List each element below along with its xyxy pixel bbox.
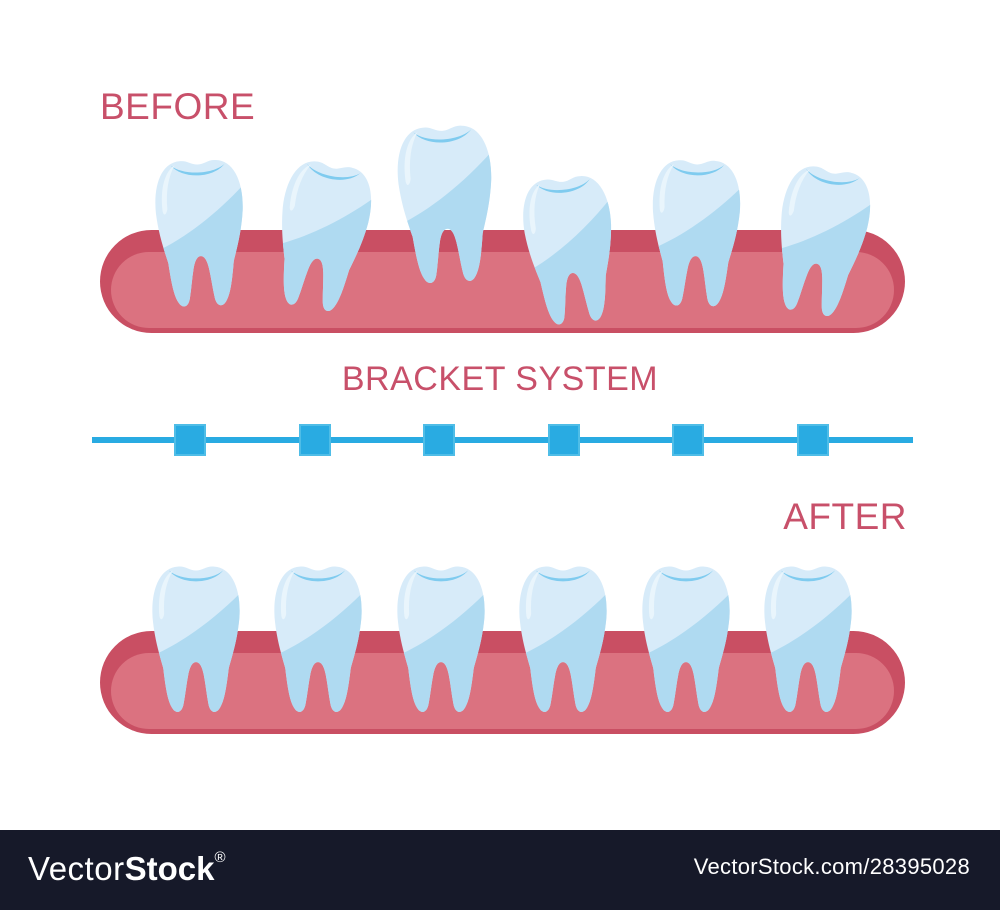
gum-after-front	[111, 653, 894, 729]
tooth-before-5	[637, 149, 756, 315]
tooth-after-2	[260, 556, 376, 720]
registered-mark: ®	[214, 848, 226, 866]
bracket-2	[299, 424, 331, 456]
tooth-after-6	[750, 556, 866, 720]
tooth-after-3	[383, 556, 499, 720]
logo-text-bold: Stock	[124, 849, 215, 887]
bracket-system-label: BRACKET SYSTEM	[341, 360, 659, 398]
bracket-4	[548, 424, 580, 456]
tooth-after-5	[628, 556, 744, 720]
after-label: AFTER	[783, 496, 907, 537]
bracket-1	[174, 424, 206, 456]
bracket-5	[672, 424, 704, 456]
gum-before-front	[111, 252, 894, 328]
tooth-before-1	[139, 148, 261, 316]
watermark-bar: VectorStock® VectorStock.com/28395028	[0, 830, 1000, 910]
tooth-before-4	[504, 161, 637, 336]
archwire	[92, 437, 913, 443]
bracket-6	[797, 424, 829, 456]
vectorstock-logo: VectorStock®	[28, 850, 226, 885]
bracket-3	[423, 424, 455, 456]
tooth-before-3	[379, 112, 512, 294]
tooth-after-1	[138, 556, 254, 720]
logo-text-light: Vector	[28, 849, 125, 887]
before-label: BEFORE	[100, 86, 256, 127]
watermark-url: VectorStock.com/28395028	[693, 854, 970, 879]
tooth-after-4	[505, 556, 621, 720]
